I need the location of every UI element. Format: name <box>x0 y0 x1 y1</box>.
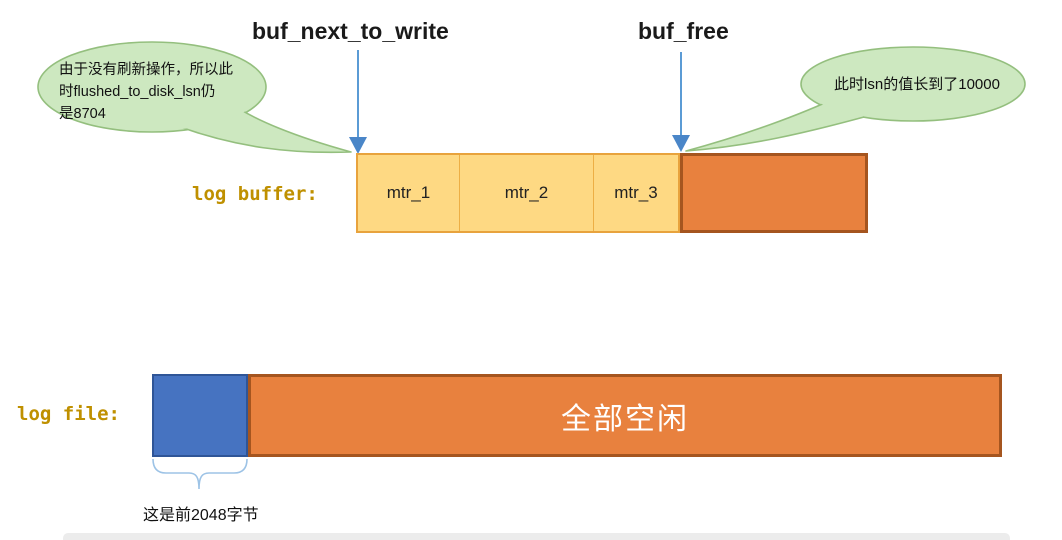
left-callout-bubble <box>37 41 352 154</box>
buf-free-arrow-down-icon <box>672 52 690 152</box>
log-file-bar: 全部空闲 <box>152 374 1002 457</box>
log-buffer-row-label: log buffer: <box>192 183 318 205</box>
mtr-2-segment: mtr_2 <box>459 155 593 231</box>
log-buffer-bar: mtr_1 mtr_2 mtr_3 <box>356 153 868 233</box>
first-2048-bytes-brace <box>152 458 248 490</box>
buf-next-to-write-arrow-down-icon <box>349 50 367 154</box>
left-callout-text: 由于没有刷新操作，所以此 时flushed_to_disk_lsn仍 是8704 <box>59 62 233 122</box>
right-callout-text: 此时lsn的值长到了10000 <box>834 76 1000 93</box>
buf-free-label: buf_free <box>638 18 729 44</box>
log-buffer-free-section <box>680 153 868 233</box>
bottom-partial-shape <box>63 533 1010 540</box>
right-callout-bubble <box>685 46 1026 152</box>
first-2048-bytes-caption: 这是前2048字节 <box>143 507 259 524</box>
buf-next-to-write-label: buf_next_to_write <box>252 18 449 44</box>
mtr-1-segment: mtr_1 <box>386 183 431 202</box>
log-buffer-written-section: mtr_1 mtr_2 mtr_3 <box>356 153 680 233</box>
log-file-header-block <box>152 374 248 457</box>
log-file-free-section: 全部空闲 <box>248 374 1002 457</box>
mtr-3-segment: mtr_3 <box>593 155 678 231</box>
log-file-row-label: log file: <box>17 403 120 425</box>
